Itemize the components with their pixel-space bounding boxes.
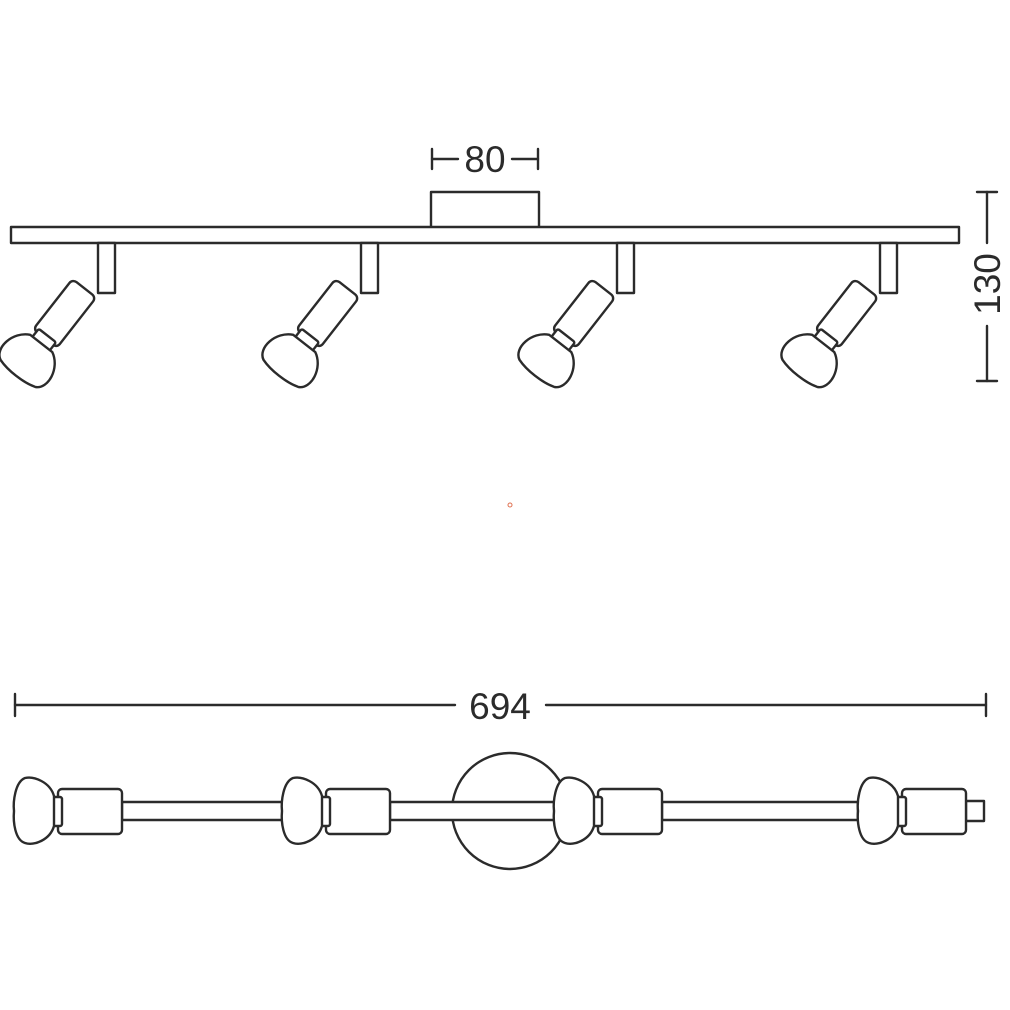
front-view: 80: [0, 139, 1008, 389]
top-view: 694: [12, 686, 988, 871]
mounting-bar: [9, 225, 961, 245]
height-label: 130: [967, 253, 1008, 315]
spot-lamp: [261, 333, 319, 389]
spot-stem: [615, 241, 636, 295]
spot-holder: [324, 787, 392, 836]
bar-segment: [120, 800, 286, 822]
spotlight-front-1: [0, 241, 117, 389]
spot-lamp: [12, 776, 56, 845]
spot-lamp: [0, 333, 56, 389]
spot-lamp: [552, 776, 596, 845]
spot-holder: [596, 787, 664, 836]
spotlight-front-2: [261, 241, 380, 389]
bar-segment: [388, 800, 562, 822]
spotlight-front-3: [517, 241, 636, 389]
total-length-dimension: 694: [13, 686, 988, 727]
spot-holder: [56, 787, 124, 836]
spot-holder: [900, 787, 968, 836]
canopy-width-dimension: 80: [430, 139, 540, 180]
spotlight-top-2: [280, 776, 392, 845]
ceiling-canopy: [429, 190, 541, 230]
spotlight-top-4: [856, 776, 968, 845]
spot-stem: [878, 241, 899, 295]
spot-stem: [359, 241, 380, 295]
spotlight-top-1: [12, 776, 124, 845]
spot-lamp: [517, 333, 575, 389]
total-length-label: 694: [469, 686, 531, 727]
bar-end-cap: [964, 799, 986, 823]
marker-dot: [507, 502, 513, 508]
spot-lamp: [280, 776, 324, 845]
bar-segment: [660, 800, 860, 822]
spotlight-front-4: [780, 241, 899, 389]
spotlight-top-3: [552, 776, 664, 845]
spot-lamp: [856, 776, 900, 845]
spot-stem: [96, 241, 117, 295]
spot-lamp: [780, 333, 838, 389]
canopy-width-label: 80: [464, 139, 505, 180]
height-dimension: 130: [967, 190, 1008, 383]
